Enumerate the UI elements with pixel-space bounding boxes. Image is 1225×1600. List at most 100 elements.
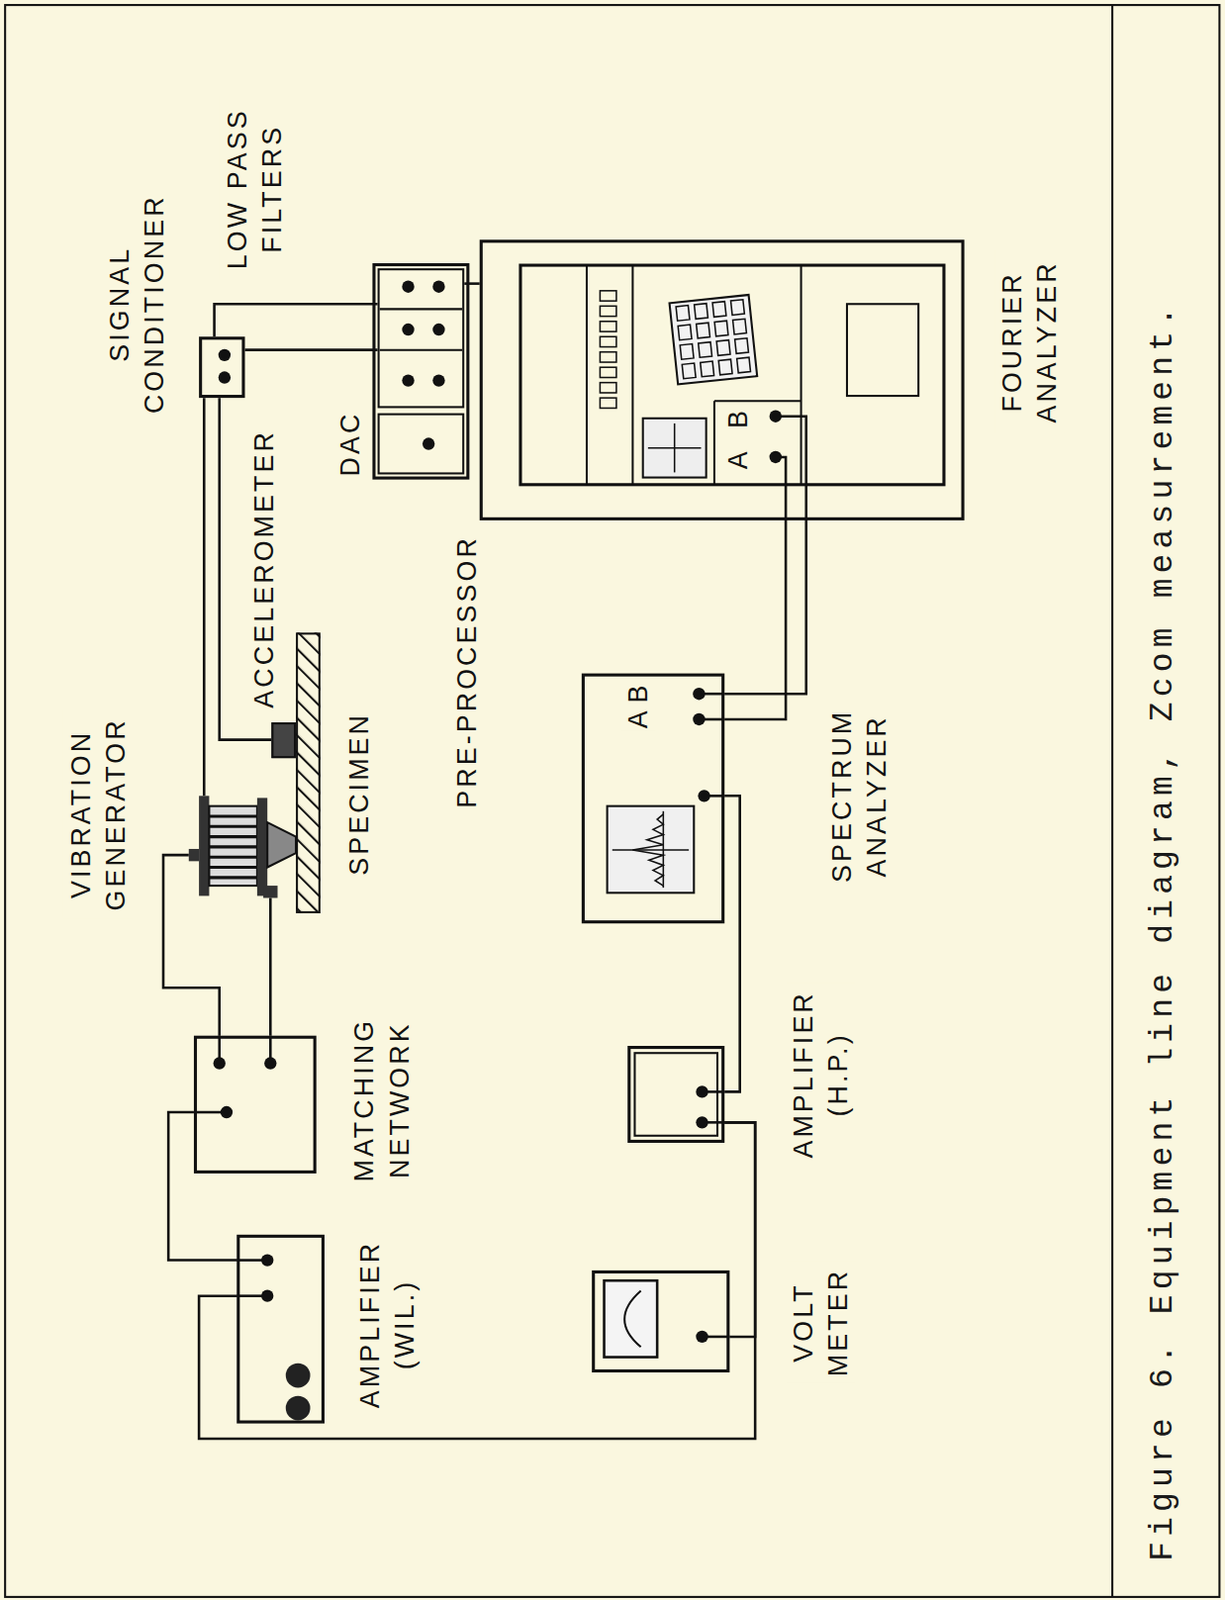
terminal-dot bbox=[692, 687, 705, 700]
component-label: ACCELEROMETER bbox=[247, 427, 283, 711]
input-dot bbox=[769, 451, 782, 464]
display-cell bbox=[599, 367, 617, 377]
spectrum-screen bbox=[607, 806, 695, 894]
preprocessor-rack: PRE-PROCESSORDACLOW PASS FILTERS bbox=[372, 263, 470, 480]
meter-scale bbox=[624, 1291, 642, 1348]
display-cell bbox=[599, 305, 617, 316]
analyzer-slot bbox=[847, 303, 919, 396]
shaker-coil bbox=[208, 814, 257, 818]
shaker-coil bbox=[208, 855, 257, 859]
shaker-flange bbox=[198, 795, 209, 896]
terminal-dot bbox=[261, 1289, 274, 1302]
amplifier-box: AMPLIFIER (WIL.) bbox=[236, 1234, 325, 1424]
caption-divider bbox=[1111, 4, 1114, 1598]
component-label: AMPLIFIER (WIL.) bbox=[352, 1232, 422, 1416]
display-cell bbox=[599, 352, 617, 363]
terminal-dot bbox=[432, 323, 445, 336]
specimen-hatch bbox=[295, 632, 321, 914]
shaker-coil bbox=[208, 865, 257, 869]
amplifier-box: AMPLIFIER (H.P.) bbox=[627, 1045, 725, 1143]
signal-wire bbox=[202, 397, 206, 796]
keypad-frame bbox=[669, 294, 758, 384]
accelerometer: ACCELEROMETER bbox=[271, 722, 296, 758]
signal-wire bbox=[724, 520, 807, 694]
component-label: MATCHING NETWORK bbox=[347, 1008, 417, 1192]
shaker-coil bbox=[208, 835, 257, 839]
terminal-dot bbox=[220, 1106, 233, 1119]
signal-wire bbox=[198, 1122, 755, 1439]
shaker-coil bbox=[208, 875, 257, 879]
terminal-lead bbox=[193, 1111, 225, 1115]
terminal-dot bbox=[695, 1085, 708, 1098]
signal-wire bbox=[214, 303, 378, 337]
component-label: PRE-PROCESSOR bbox=[449, 533, 484, 811]
spectrum-trace bbox=[632, 814, 663, 886]
component-label: VIBRATION GENERATOR bbox=[63, 710, 133, 919]
analyzer-screen bbox=[643, 418, 707, 478]
input-dot bbox=[769, 410, 782, 423]
component-label: SPECIMEN bbox=[341, 710, 377, 878]
keypad bbox=[669, 294, 758, 384]
terminal-dot bbox=[401, 323, 414, 336]
port-label: A bbox=[620, 708, 656, 731]
voltmeter-box: VOLT METER bbox=[591, 1270, 730, 1373]
panel-line bbox=[713, 400, 716, 485]
screen-axis bbox=[673, 423, 676, 473]
display-cell bbox=[599, 336, 617, 347]
terminal-dot bbox=[264, 1056, 277, 1069]
signal-wire bbox=[724, 795, 740, 1092]
terminal-dot bbox=[401, 281, 414, 293]
port-label: B bbox=[620, 683, 656, 706]
page-frame bbox=[4, 4, 1220, 1598]
filter-modules: LOW PASS FILTERS bbox=[377, 268, 466, 408]
shaker-coil bbox=[208, 825, 257, 829]
amplifier-panel bbox=[634, 1052, 718, 1136]
port-label: B bbox=[720, 408, 755, 431]
terminal-dot bbox=[218, 349, 231, 362]
shaker-body bbox=[208, 806, 257, 886]
figure-caption: Figure 6. Equipment line diagram, Zcom m… bbox=[1142, 301, 1184, 1562]
display-cell bbox=[599, 397, 617, 408]
fourier-analyzer-box: FOURIER ANALYZER bbox=[479, 239, 965, 521]
signal-wire bbox=[168, 1112, 237, 1261]
terminal-dot bbox=[422, 437, 435, 450]
terminal-dot bbox=[213, 1056, 226, 1069]
terminal-lead bbox=[236, 1294, 266, 1298]
terminal-dot bbox=[401, 374, 414, 386]
knob bbox=[285, 1363, 311, 1389]
terminal-dot bbox=[697, 789, 710, 802]
component-label: DAC bbox=[332, 409, 368, 479]
terminal-dot bbox=[218, 371, 231, 383]
screen-axis bbox=[612, 848, 689, 851]
signal-wire bbox=[724, 520, 786, 720]
matching-network-box: MATCHING NETWORK bbox=[193, 1036, 317, 1174]
panel-line bbox=[714, 399, 802, 402]
terminal-dot bbox=[432, 374, 445, 386]
terminal-dot bbox=[692, 713, 705, 726]
display-cell bbox=[599, 290, 617, 301]
knob bbox=[285, 1396, 311, 1421]
component-label: AMPLIFIER (H.P.) bbox=[785, 983, 855, 1167]
panel-line bbox=[800, 265, 803, 485]
display-cell bbox=[599, 321, 617, 332]
terminal-dot bbox=[261, 1253, 274, 1266]
terminal-dot bbox=[695, 1116, 708, 1129]
signal-wire bbox=[269, 897, 273, 1036]
display-cell bbox=[599, 382, 617, 393]
meter-face bbox=[604, 1280, 659, 1357]
specimen-bar: SPECIMEN bbox=[295, 632, 321, 914]
analyzer-cabinet bbox=[520, 265, 944, 485]
shaker-terminal bbox=[188, 848, 199, 861]
signal-conditioner-box: SIGNAL CONDITIONER bbox=[198, 336, 245, 398]
terminal-dot bbox=[695, 1330, 708, 1343]
component-label: SPECTRUM ANALYZER bbox=[824, 699, 894, 893]
module-divider bbox=[379, 349, 464, 352]
vibration-generator: VIBRATION GENERATOR bbox=[188, 795, 296, 898]
signal-wire bbox=[163, 854, 220, 1037]
component-label: VOLT METER bbox=[785, 1261, 855, 1384]
input-lead bbox=[775, 457, 786, 521]
panel-line bbox=[631, 265, 634, 485]
shaker-terminal bbox=[263, 885, 278, 898]
panel-line bbox=[585, 265, 588, 485]
